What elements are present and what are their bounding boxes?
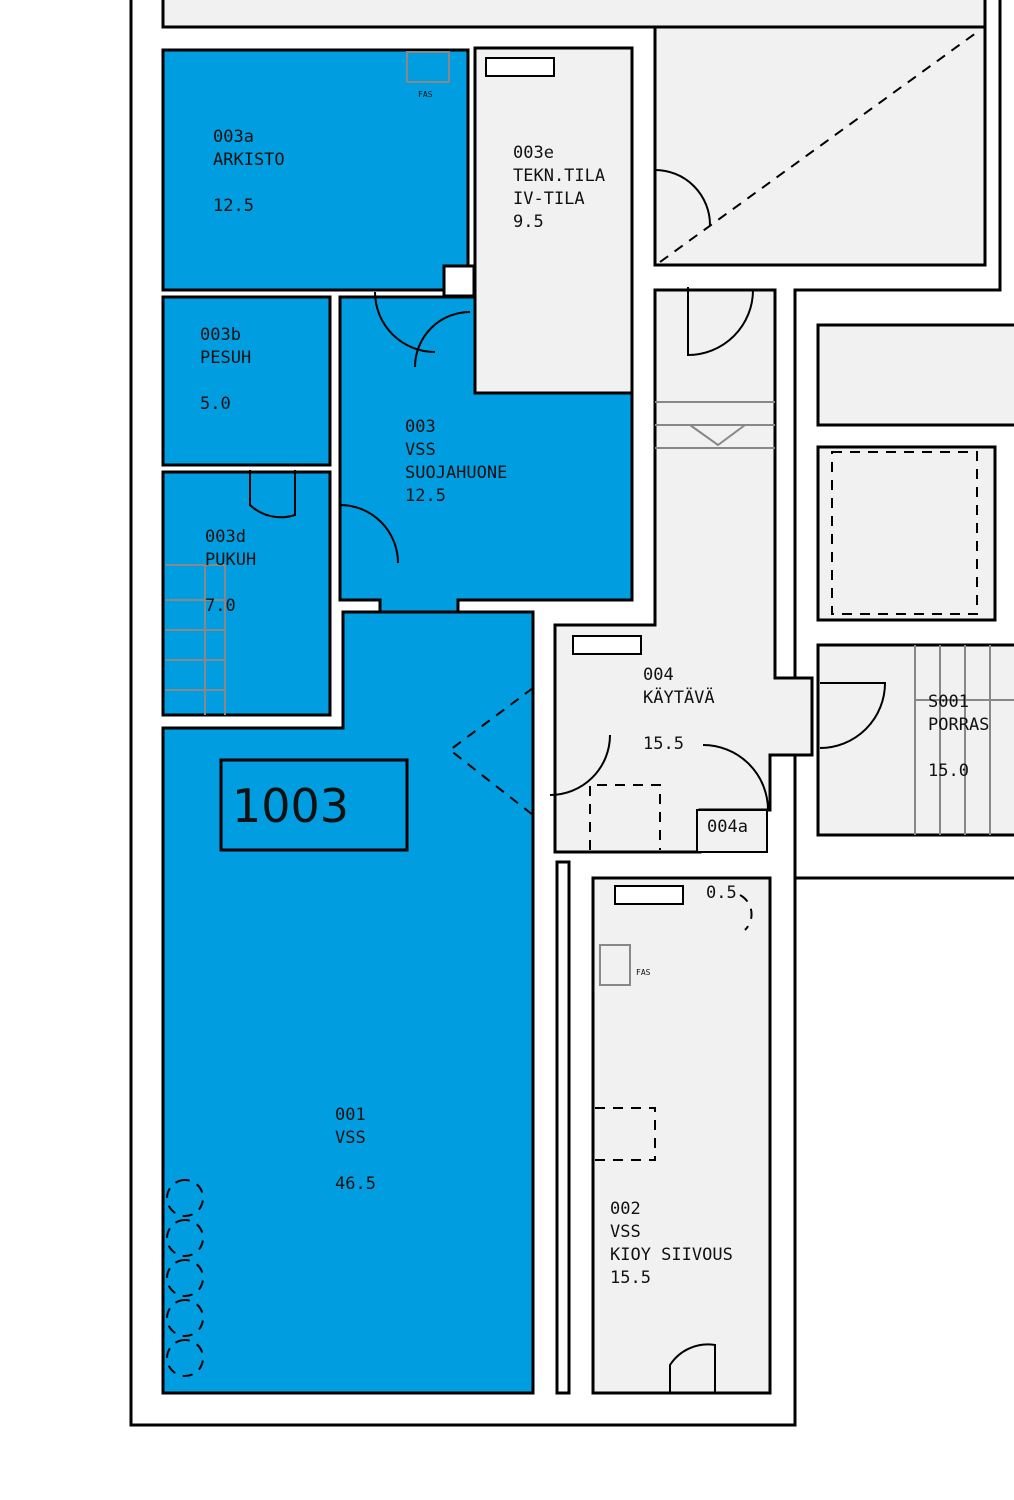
room-label-line: 7.0 [205, 596, 236, 616]
plan-label: 1003 [232, 779, 349, 833]
room-label-line: PUKUH [205, 550, 256, 570]
room-label-line: 15.5 [610, 1268, 651, 1288]
fan-label: FAS [418, 90, 433, 99]
room-label-line: 003d [205, 527, 246, 547]
room-label-line: 15.5 [643, 734, 684, 754]
tag-box [572, 635, 642, 655]
room-label-line: 46.5 [335, 1174, 376, 1194]
room-003a[interactable] [161, 48, 470, 292]
room-label-line: 002 [610, 1199, 641, 1219]
room-label-004a: 004a [707, 817, 748, 837]
room-label-line: 003e [513, 143, 554, 163]
wall-strip [555, 860, 571, 1395]
dashed-door [448, 687, 753, 931]
room-label-line: 9.5 [513, 212, 544, 232]
door-swing [249, 169, 887, 1393]
room-label-line: 003b [200, 325, 241, 345]
room-label-line: 12.5 [213, 196, 254, 216]
room-label-line: VSS [610, 1222, 641, 1242]
fan-icon-2 [599, 944, 631, 986]
room-label-line: 003a [213, 127, 254, 147]
stair-treads [914, 645, 1014, 835]
elevator-dashed [831, 451, 978, 615]
room-label-line: ARKISTO [213, 150, 285, 170]
room-002[interactable] [591, 876, 772, 1395]
shaft [442, 264, 476, 298]
room-label-line: PESUH [200, 348, 251, 368]
room-003e[interactable] [473, 46, 634, 395]
room-label-line: 004a [707, 817, 748, 837]
room-label-line: KIOY SIIVOUS [610, 1245, 733, 1265]
stair-diagonal [659, 29, 981, 263]
room-right-1 [816, 323, 1014, 427]
room-003b[interactable] [161, 295, 332, 467]
room-label-line: IV-TILA [513, 189, 585, 209]
room-label-line: 5.0 [200, 394, 231, 414]
room-label-line: TEKN.TILA [513, 166, 605, 186]
fan-icon [406, 51, 450, 83]
room-label-line: PORRAS [928, 715, 989, 735]
room-001[interactable] [161, 610, 535, 1395]
area-label: 0.5 [706, 883, 737, 903]
room-label-line: KÄYTÄVÄ [643, 687, 715, 708]
room-label-line: SUOJAHUONE [405, 463, 507, 483]
room-label-line: S001 [928, 692, 969, 712]
stair-lines [655, 401, 775, 449]
bench-lines [165, 564, 226, 715]
tag-box [614, 885, 684, 905]
room-004a[interactable] [696, 809, 768, 853]
room-label-line: VSS [405, 440, 436, 460]
room-label-line: 001 [335, 1105, 366, 1125]
top-room [161, 0, 987, 29]
tag-box [485, 57, 555, 77]
room-label-line: 004 [643, 665, 674, 685]
fan-label-2: FAS [636, 968, 651, 977]
room-right-2 [816, 445, 997, 622]
room-label-line: 15.0 [928, 761, 969, 781]
plan-label-box [219, 758, 409, 852]
round-fixtures [166, 1179, 205, 1377]
right-wall [793, 0, 1002, 878]
room-label-line: VSS [335, 1128, 366, 1148]
room-label-line: 12.5 [405, 486, 446, 506]
outer-wall [129, 0, 1014, 1427]
room-003d[interactable] [161, 470, 332, 717]
room-label-line: 003 [405, 417, 436, 437]
